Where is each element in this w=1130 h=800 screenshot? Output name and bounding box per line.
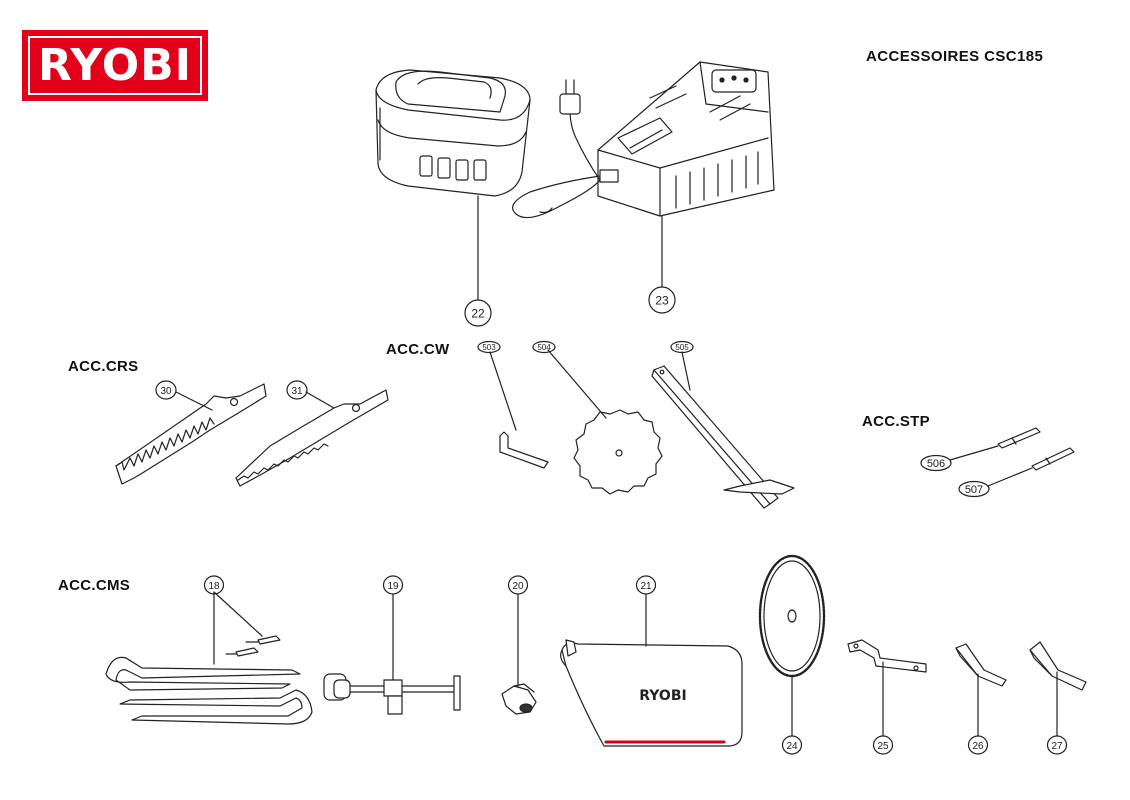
callout-label-24: 24 [786, 741, 798, 752]
callout-circle-30 [155, 380, 177, 400]
callout-circle-507 [958, 480, 990, 498]
hex-key-small [955, 643, 1007, 687]
callout-circle-503 [477, 340, 501, 354]
logo-text: RYOBI [37, 39, 193, 91]
leader-504 [547, 349, 607, 419]
bag-logo: RYOBI [639, 688, 686, 704]
callout-label-19: 19 [387, 581, 399, 592]
reciprocating-blade-coarse [115, 383, 267, 485]
hex-key-large [1029, 641, 1087, 691]
callout-label-503: 503 [482, 343, 496, 352]
callout-label-23: 23 [655, 294, 669, 308]
callout-label-27: 27 [1051, 741, 1063, 752]
screwdriver-bit-2 [1031, 447, 1075, 471]
charger-cord-plug [512, 79, 601, 219]
group-label-cw: ACC.CW [386, 341, 450, 358]
callout-circle-20 [507, 575, 529, 595]
callout-label-22: 22 [471, 307, 485, 321]
logo-frame: RYOBI [28, 36, 202, 95]
callout-circle-504 [532, 340, 556, 354]
callout-label-21: 21 [640, 581, 652, 592]
group-label-cms: ACC.CMS [58, 577, 131, 594]
battery-pack [375, 69, 531, 197]
leader-507 [987, 467, 1033, 487]
leader-506 [949, 445, 999, 461]
callout-circle-25 [872, 735, 894, 755]
rip-guide [651, 365, 795, 509]
callout-label-26: 26 [972, 741, 984, 752]
callout-circle-19 [382, 575, 404, 595]
callout-label-25: 25 [877, 741, 889, 752]
callout-label-505: 505 [675, 343, 689, 352]
page-title: ACCESSOIRES CSC185 [866, 48, 1044, 65]
saw-blade-cw [573, 409, 663, 495]
callout-label-507: 507 [965, 484, 983, 496]
callout-label-30: 30 [160, 386, 172, 397]
callout-label-506: 506 [927, 458, 945, 470]
leader-30 [175, 391, 213, 411]
reciprocating-blade-fine [235, 389, 389, 487]
leader-505 [681, 351, 691, 391]
callout-label-20: 20 [512, 581, 524, 592]
callout-circle-23 [648, 286, 676, 314]
callout-label-18: 18 [208, 581, 220, 592]
battery-charger [597, 61, 775, 217]
hex-key-cw [499, 431, 549, 469]
group-label-crs: ACC.CRS [68, 358, 139, 375]
callout-circle-31 [286, 380, 308, 400]
clamp [323, 673, 461, 715]
callout-label-504: 504 [537, 343, 551, 352]
callout-circle-21 [635, 575, 657, 595]
callout-circle-18 [203, 575, 225, 595]
callout-circle-26 [967, 735, 989, 755]
callout-circle-22 [464, 299, 492, 327]
leader-31 [305, 391, 335, 409]
dust-bag [560, 639, 743, 747]
saw-blade [758, 554, 826, 678]
callout-label-31: 31 [291, 386, 303, 397]
stakes-and-screws [105, 635, 313, 725]
screwdriver-bit-1 [997, 427, 1041, 449]
ryobi-logo: RYOBI [22, 30, 208, 101]
callout-circle-506 [920, 454, 952, 472]
leader-18-b [213, 591, 263, 637]
callout-circle-24 [781, 735, 803, 755]
callout-circle-27 [1046, 735, 1068, 755]
group-label-stp: ACC.STP [862, 413, 930, 430]
callout-circle-505 [670, 340, 694, 354]
dust-adapter [501, 683, 537, 715]
bracket [847, 639, 927, 673]
leader-503 [489, 351, 517, 431]
